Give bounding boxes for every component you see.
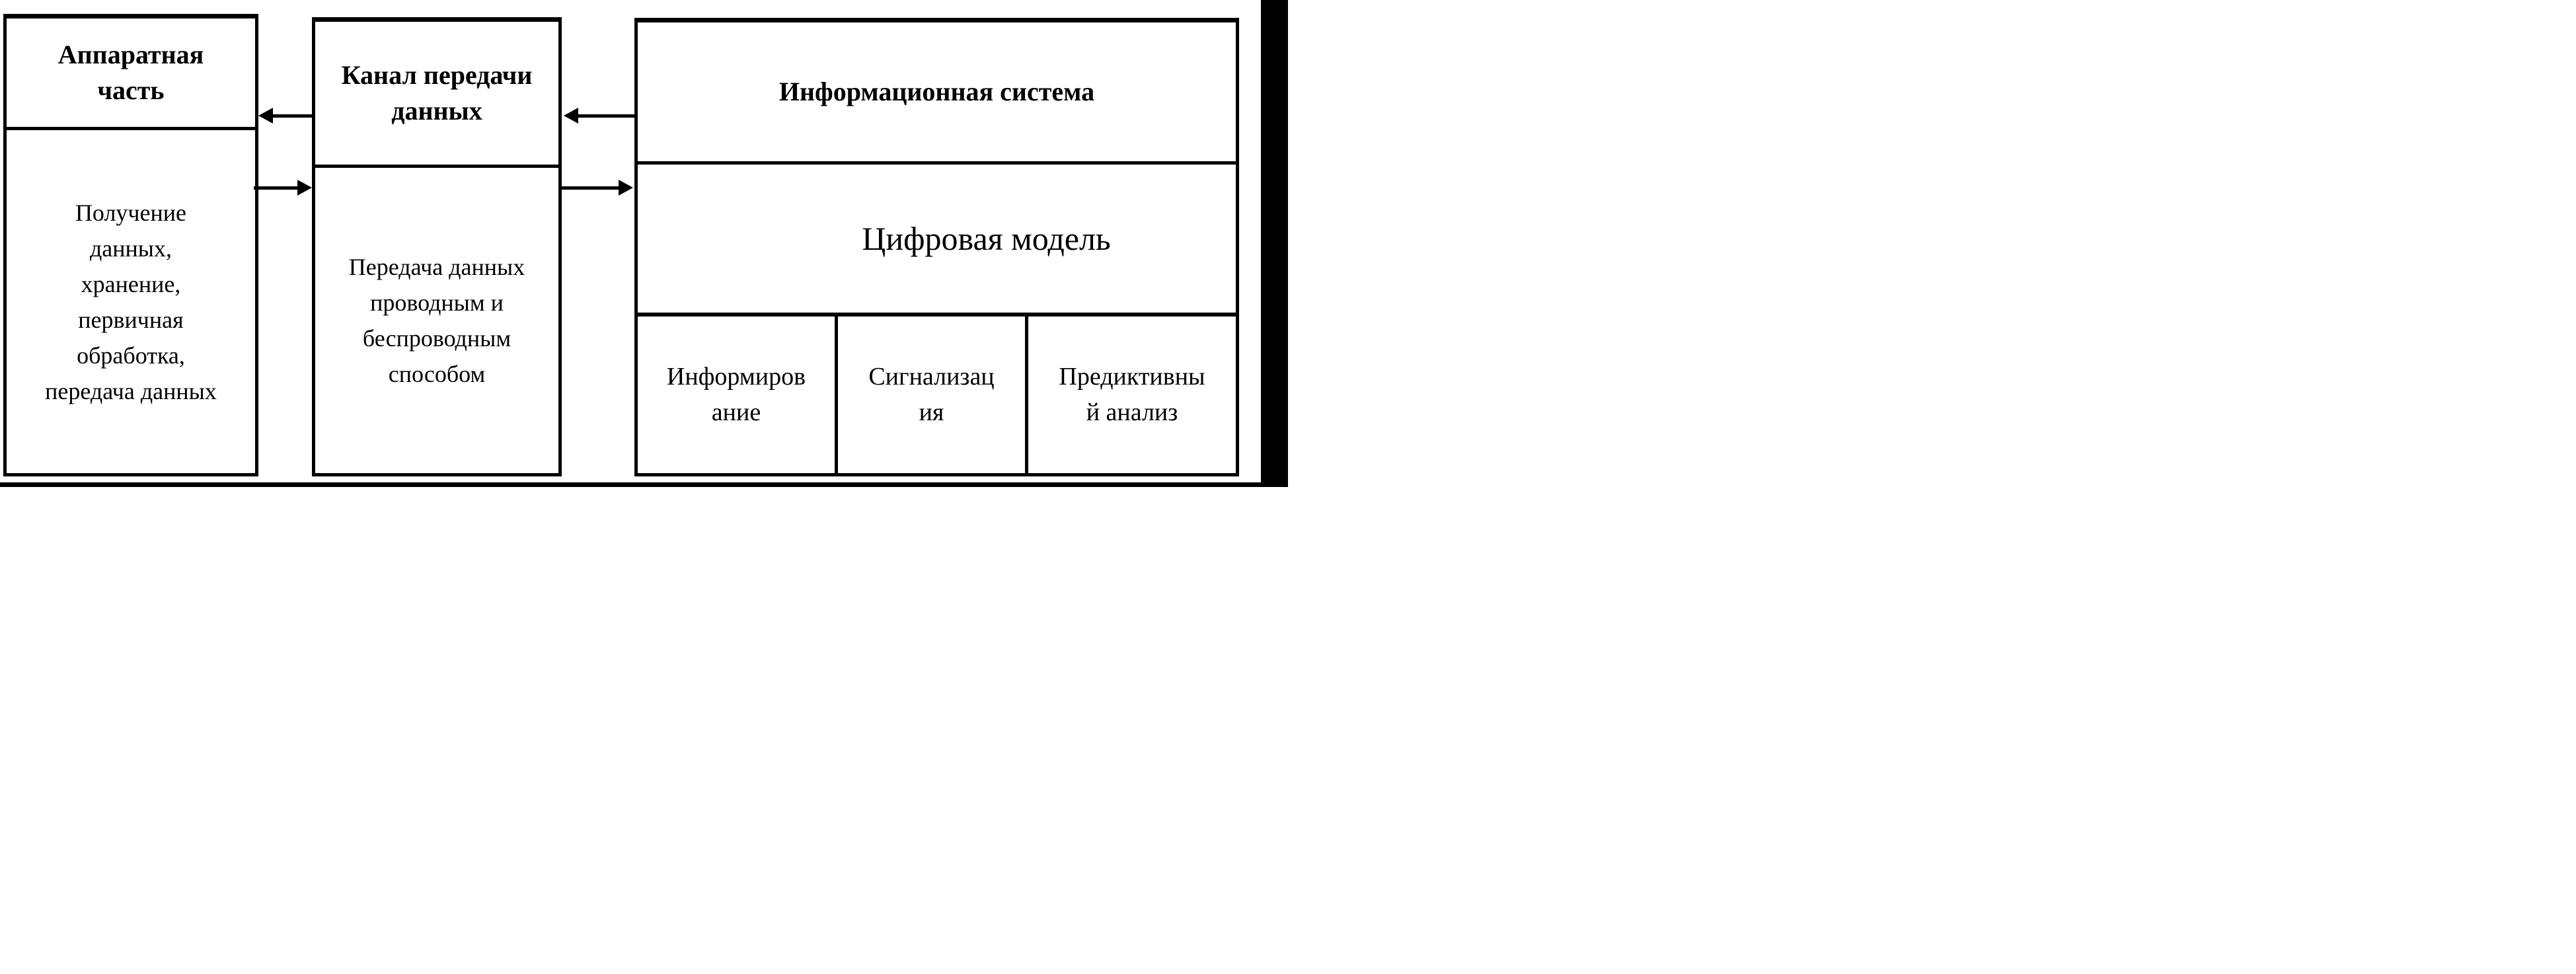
block-hardware-title: Аппаратная часть xyxy=(57,40,204,105)
function-cell-informing: Информиров ание xyxy=(638,317,838,473)
right-edge-black-bar xyxy=(1261,0,1288,487)
arrow-infosystem-to-channel-shaft xyxy=(576,114,634,118)
bottom-edge-black-bar xyxy=(0,482,1288,487)
arrow-channel-to-hardware-shaft xyxy=(271,114,312,118)
block-infosystem: Информационная система Цифровая модель И… xyxy=(634,18,1239,476)
block-channel-title-cell: Канал передачи данных xyxy=(315,22,558,168)
arrow-channel-to-infosystem-shaft xyxy=(562,186,620,190)
function-alarm-label: Сигнализац ия xyxy=(868,363,995,426)
block-channel: Канал передачи данных Передача данных пр… xyxy=(312,17,562,476)
block-infosystem-title-cell: Информационная система xyxy=(638,22,1236,165)
function-informing-label: Информиров ание xyxy=(666,363,806,426)
digital-model-label: Цифровая модель xyxy=(862,220,1111,257)
arrow-hardware-to-channel-icon xyxy=(297,180,312,196)
arrow-channel-to-hardware-icon xyxy=(258,108,273,124)
block-channel-body-cell: Передача данных проводным и беспроводным… xyxy=(315,168,558,473)
block-channel-title: Канал передачи данных xyxy=(341,60,533,126)
block-hardware-body-cell: Получение данных, хранение, первичная об… xyxy=(7,130,255,473)
block-hardware-title-cell: Аппаратная часть xyxy=(7,19,255,130)
diagram-canvas: Аппаратная часть Получение данных, хране… xyxy=(0,0,1288,487)
function-predictive-label: Предиктивны й анализ xyxy=(1059,363,1205,426)
block-infosystem-title: Информационная система xyxy=(778,77,1095,106)
block-hardware: Аппаратная часть Получение данных, хране… xyxy=(3,14,258,476)
arrow-channel-to-infosystem-icon xyxy=(619,180,633,196)
function-cell-alarm: Сигнализац ия xyxy=(838,317,1028,473)
block-channel-body: Передача данных проводным и беспроводным… xyxy=(348,254,525,387)
functions-row: Информиров ание Сигнализац ия Предиктивн… xyxy=(638,317,1236,473)
function-cell-predictive: Предиктивны й анализ xyxy=(1028,317,1236,473)
arrow-infosystem-to-channel-icon xyxy=(564,108,578,124)
block-hardware-body: Получение данных, хранение, первичная об… xyxy=(45,199,217,404)
arrow-hardware-to-channel-shaft xyxy=(254,186,300,190)
digital-model-cell: Цифровая модель xyxy=(638,165,1236,317)
